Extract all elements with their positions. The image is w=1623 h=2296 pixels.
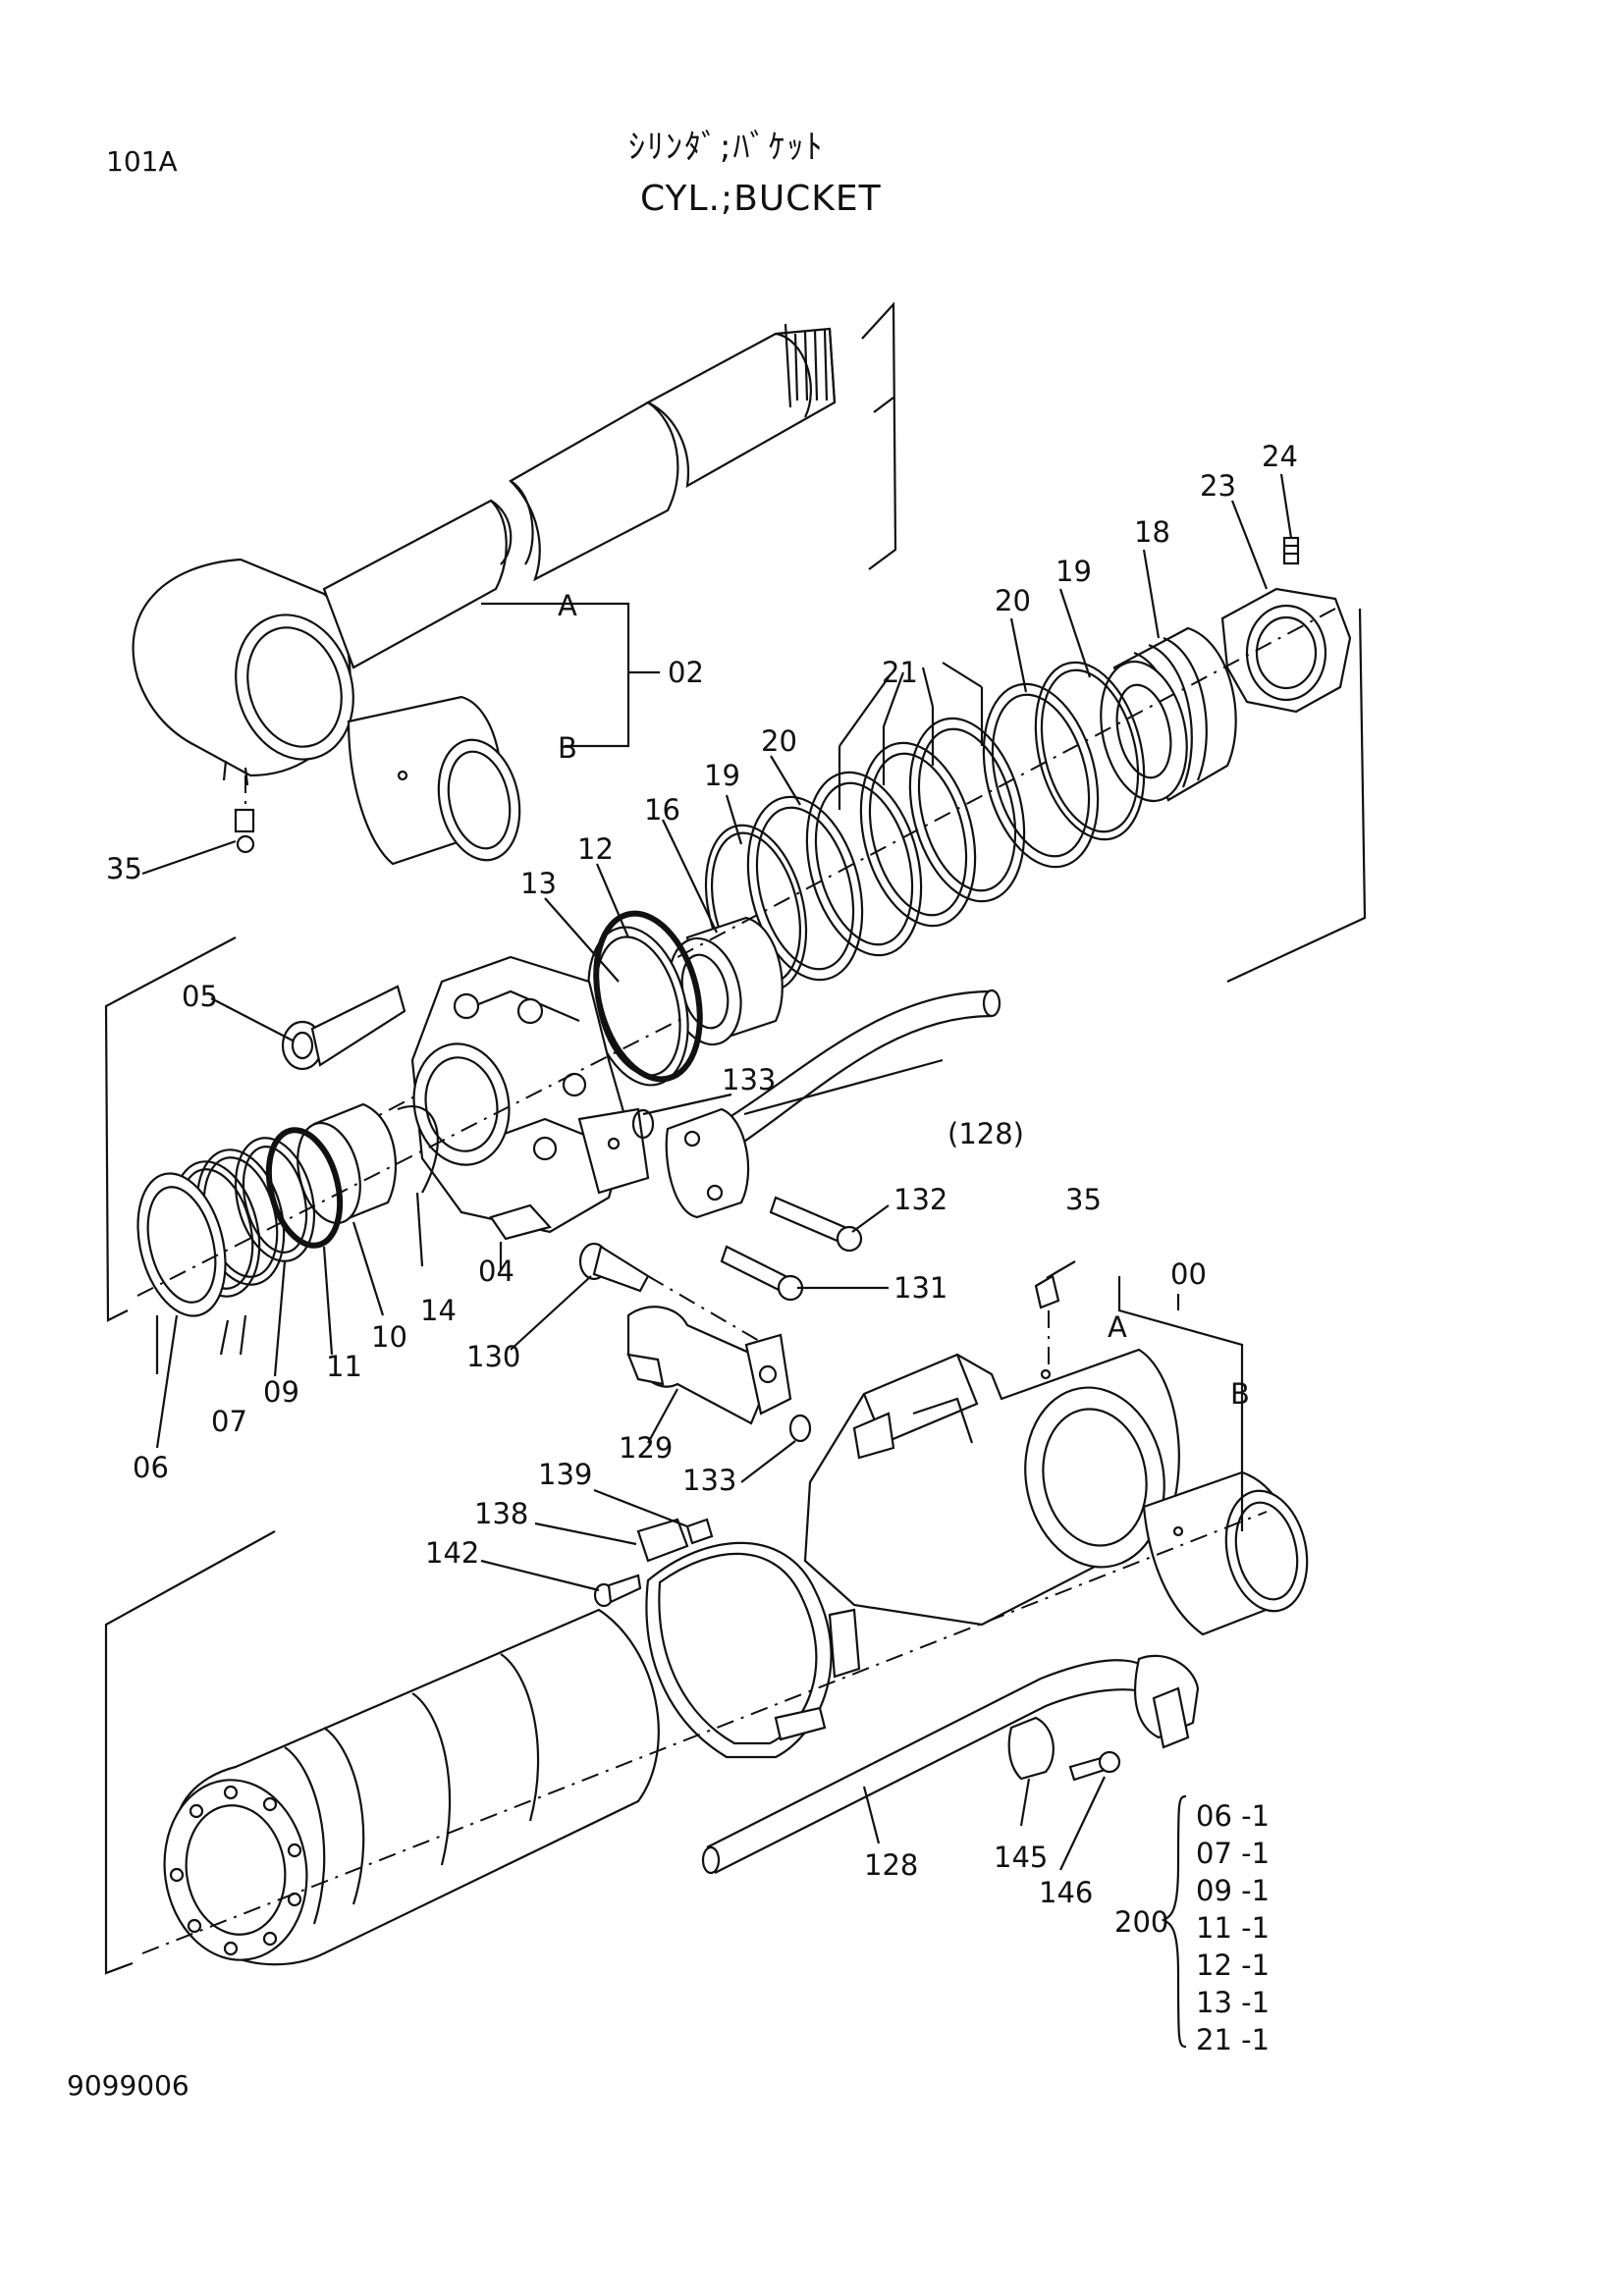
kit-item: 07 -1 [1196,1837,1270,1870]
callout-19-right: 19 [1055,555,1092,588]
callout-02: 02 [668,656,704,689]
cylinder-head [410,955,650,1241]
title-japanese: ｼﾘﾝﾀﾞ;ﾊﾞｹｯﾄ [628,128,825,167]
kit-item: 13 -1 [1196,1986,1270,2019]
elbow-129 [626,1306,792,1425]
callout-129: 129 [619,1431,673,1465]
callout-133-upper: 133 [722,1063,776,1096]
grease-nipple-rod [234,775,255,854]
page-id: 101A [106,145,178,178]
o-ring-133-lower [788,1414,812,1443]
callout-20-left: 20 [761,724,797,758]
cylinder-tube-end [803,1348,1180,1627]
kit-list: 200 06 -1 07 -1 09 -1 11 -1 12 -1 13 -1 21 -1 [1114,1799,1270,2056]
callout-19-left: 19 [704,759,740,792]
bolt-142 [593,1574,642,1608]
flange-upper [665,1107,750,1219]
cylinder-tube-barrel [163,1608,660,1966]
callout-07: 07 [211,1405,247,1438]
callout-21: 21 [882,656,918,689]
label-a-tube: A [1108,1310,1127,1344]
bolt-131 [720,1245,804,1302]
kit-number: 200 [1114,1905,1168,1939]
callout-04: 04 [478,1255,514,1288]
callout-09: 09 [263,1375,299,1409]
callout-labels: A B 02 35 24 23 18 19 20 21 20 19 16 12 … [106,440,1298,1909]
callout-14: 14 [420,1294,457,1327]
kit-item: 06 -1 [1196,1799,1270,1833]
callout-130: 130 [466,1340,520,1373]
callout-00: 00 [1170,1257,1207,1291]
callout-138: 138 [474,1497,528,1530]
callout-05: 05 [182,980,218,1013]
rod-seals-12-13 [587,910,703,1087]
callout-131: 131 [893,1271,947,1305]
callout-35-rod: 35 [106,852,142,885]
callout-35-tube: 35 [1065,1183,1102,1216]
callout-16: 16 [644,793,680,827]
callout-139: 139 [538,1458,592,1491]
callout-13: 13 [520,867,557,900]
bolt-146 [1068,1750,1121,1782]
callout-12: 12 [577,832,614,866]
piston [1100,626,1237,803]
bolt-132 [769,1196,863,1253]
callout-132: 132 [893,1183,947,1216]
kit-item: 12 -1 [1196,1949,1270,1982]
title-english: CYL.;BUCKET [640,179,882,219]
bolt-130 [578,1242,767,1346]
kit-item: 11 -1 [1196,1911,1270,1945]
pipe-128-lower [701,1654,1200,1875]
label-b-tube: B [1230,1377,1250,1411]
seal-rings-right [704,661,1146,992]
leader-lines [141,473,1293,1871]
tube-bushing [1142,1470,1309,1636]
grease-nipple-tube [1034,1274,1060,1364]
callout-20-right: 20 [995,584,1031,617]
callout-06: 06 [133,1451,169,1484]
kit-items: 06 -1 07 -1 09 -1 11 -1 12 -1 13 -1 21 -1 [1196,1799,1270,2056]
clamp-band [636,1518,861,1759]
kit-item: 09 -1 [1196,1874,1270,1907]
piston-nut [1220,587,1352,714]
kit-item: 21 -1 [1196,2023,1270,2056]
label-a-rod: A [558,589,577,622]
callout-146: 146 [1039,1876,1093,1909]
pipe-128-upper [726,988,1001,1145]
callout-23: 23 [1200,469,1236,503]
callout-142: 142 [425,1536,479,1570]
callout-145: 145 [994,1841,1048,1874]
clip-145 [1007,1716,1055,1781]
socket-bolt-05 [281,985,406,1071]
head-rings [136,1102,439,1317]
label-b-rod: B [558,731,577,765]
callout-128-ref: (128) [947,1117,1024,1150]
callout-24: 24 [1262,440,1298,473]
rod-bushing [347,695,521,866]
callout-128: 128 [864,1848,918,1882]
callout-18: 18 [1134,515,1170,549]
callout-133-lower: 133 [682,1464,736,1497]
set-screw [1282,536,1300,565]
piston-rod [132,301,897,786]
callout-11: 11 [326,1350,362,1383]
callout-10: 10 [371,1320,407,1354]
drawing-number: 9099006 [67,2069,189,2102]
o-ring-133-upper [631,1108,655,1140]
